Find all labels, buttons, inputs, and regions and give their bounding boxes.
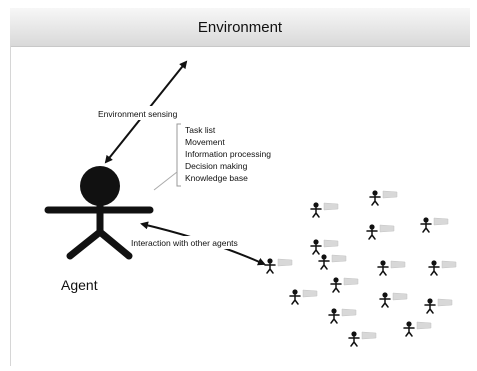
- other-agent-body: [369, 195, 381, 206]
- capabilities-list: Task list Movement Information processin…: [185, 125, 271, 183]
- other-agent: [310, 202, 339, 218]
- other-agent-head: [423, 217, 429, 223]
- other-agent-head: [331, 308, 337, 314]
- capability-item: Task list: [185, 125, 216, 135]
- environment-title: Environment: [197, 18, 283, 36]
- environment-sensing-label: Environment sensing: [98, 109, 178, 119]
- other-agent-body: [403, 326, 415, 337]
- other-agent-body: [330, 282, 342, 293]
- other-agent-head: [431, 260, 437, 266]
- other-agent-head: [333, 277, 339, 283]
- capability-item: Knowledge base: [185, 173, 248, 183]
- other-agent-body: [379, 297, 391, 308]
- agent-flag: [302, 289, 318, 298]
- other-agent-head: [321, 254, 327, 260]
- agent-left-leg: [66, 228, 104, 260]
- other-agent-body: [377, 265, 389, 276]
- agent-flag: [433, 217, 449, 226]
- other-agent-head: [292, 289, 298, 295]
- other-agent-head: [313, 239, 319, 245]
- agent-flag: [390, 260, 406, 269]
- left-border: [10, 46, 11, 366]
- agent-label: Agent: [61, 277, 98, 293]
- capability-item: Movement: [185, 137, 225, 147]
- other-agent-head: [372, 190, 378, 196]
- agent-flag: [361, 331, 377, 340]
- agent-head: [80, 166, 120, 206]
- interaction-label: Interaction with other agents: [131, 238, 238, 248]
- other-agent: [379, 292, 408, 308]
- other-agent-head: [267, 258, 273, 264]
- other-agent-body: [366, 229, 378, 240]
- agent-flag: [341, 308, 357, 317]
- agent-flag: [416, 321, 432, 330]
- environment-header: Environment: [10, 8, 470, 47]
- agent-figure: [44, 166, 154, 260]
- other-agent: [328, 308, 357, 324]
- agent-flag: [392, 292, 408, 301]
- agent-right-leg: [96, 228, 133, 260]
- other-agent-body: [289, 294, 301, 305]
- other-agent: [377, 260, 406, 276]
- interaction-label-bg: [128, 236, 266, 249]
- other-agent-body: [264, 263, 276, 274]
- agent-flag: [343, 277, 359, 286]
- other-agent-head: [406, 321, 412, 327]
- agent-flag: [441, 260, 457, 269]
- sensing-label-bg: [95, 106, 195, 120]
- other-agent: [310, 239, 339, 255]
- other-agent: [289, 289, 318, 305]
- other-agent-body: [310, 207, 322, 218]
- other-agent-head: [380, 260, 386, 266]
- other-agent: [348, 331, 377, 347]
- other-agent-body: [424, 303, 436, 314]
- other-agent: [330, 277, 359, 293]
- other-agent: [366, 224, 395, 240]
- capabilities-bracket: [176, 123, 181, 187]
- other-agent: [428, 260, 457, 276]
- other-agent-body: [310, 244, 322, 255]
- other-agent: [420, 217, 449, 233]
- other-agents-group: [264, 190, 457, 347]
- other-agent: [318, 254, 347, 270]
- agent-flag: [277, 258, 293, 267]
- capabilities-connector: [153, 171, 178, 191]
- agent-flag: [382, 190, 398, 199]
- other-agent-body: [328, 313, 340, 324]
- other-agent-body: [428, 265, 440, 276]
- other-agent-body: [420, 222, 432, 233]
- other-agent: [424, 298, 453, 314]
- other-agent-body: [318, 259, 330, 270]
- agent-flag: [437, 298, 453, 307]
- other-agent-head: [382, 292, 388, 298]
- other-agent-head: [313, 202, 319, 208]
- other-agent-body: [348, 336, 360, 347]
- agent-flag: [323, 239, 339, 248]
- agent-flag: [331, 254, 347, 263]
- other-agent-head: [351, 331, 357, 337]
- capability-item: Decision making: [185, 161, 248, 171]
- capability-item: Information processing: [185, 149, 271, 159]
- agent-flag: [323, 202, 339, 211]
- other-agent-head: [369, 224, 375, 230]
- other-agent: [403, 321, 432, 337]
- other-agent-head: [427, 298, 433, 304]
- other-agent: [369, 190, 398, 206]
- other-agent: [264, 258, 293, 274]
- agent-flag: [379, 224, 395, 233]
